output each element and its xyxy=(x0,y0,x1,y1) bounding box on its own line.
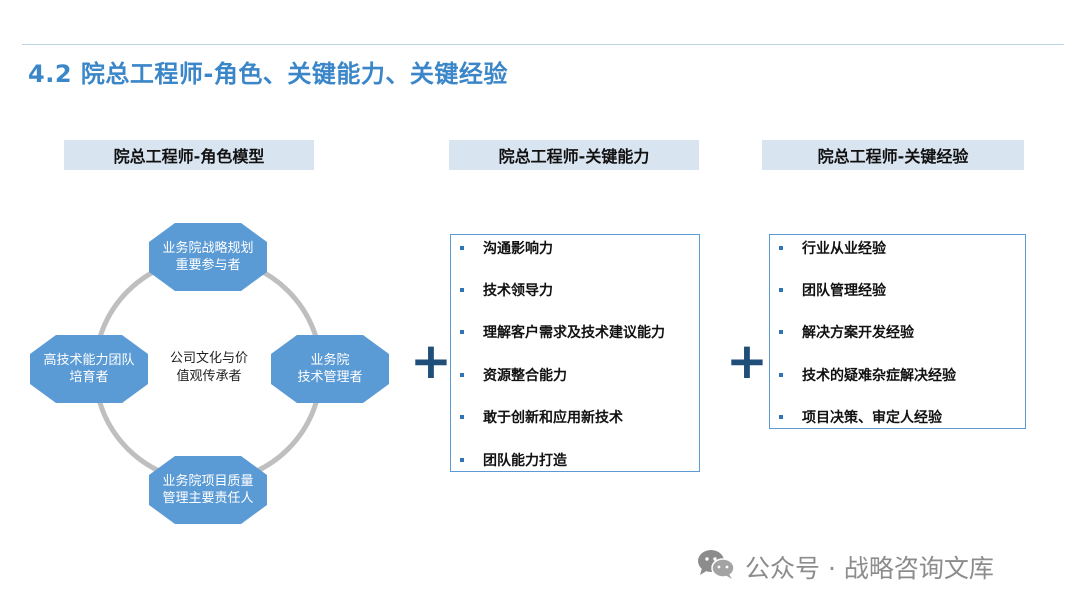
abilities-header: 院总工程师-关键能力 xyxy=(449,140,699,170)
role-strategy-participant: 业务院战略规划重要参与者 xyxy=(149,223,267,291)
watermark-text: 公众号 · 战略咨询文库 xyxy=(745,554,994,583)
bullet-icon xyxy=(779,415,783,419)
top-divider xyxy=(22,44,1064,45)
role-tech-manager: 业务院技术管理者 xyxy=(271,335,389,403)
bullet-icon xyxy=(779,373,783,377)
bullet-icon xyxy=(460,330,464,334)
page-title: 4.2 院总工程师-角色、关键能力、关键经验 xyxy=(28,60,508,88)
list-item: 敢于创新和应用新技术 xyxy=(451,406,623,428)
bullet-icon xyxy=(460,246,464,250)
list-item: 技术领导力 xyxy=(451,279,553,301)
role-quality-owner: 业务院项目质量管理主要责任人 xyxy=(149,456,267,524)
experience-list-box: 行业从业经验 团队管理经验 解决方案开发经验 技术的疑难杂症解决经验 项目决策、… xyxy=(769,234,1026,429)
list-item: 团队管理经验 xyxy=(770,279,886,301)
list-item: 行业从业经验 xyxy=(770,237,886,259)
list-item: 沟通影响力 xyxy=(451,237,553,259)
bullet-icon xyxy=(460,373,464,377)
bullet-icon xyxy=(460,415,464,419)
list-item: 解决方案开发经验 xyxy=(770,321,914,343)
bullet-icon xyxy=(460,288,464,292)
list-item: 团队能力打造 xyxy=(451,449,567,471)
bullet-icon xyxy=(779,246,783,250)
bullet-icon xyxy=(779,330,783,334)
plus-icon: + xyxy=(410,332,452,390)
wechat-icon xyxy=(697,548,735,586)
abilities-list-box: 沟通影响力 技术领导力 理解客户需求及技术建议能力 资源整合能力 敢于创新和应用… xyxy=(450,234,700,472)
bullet-icon xyxy=(460,458,464,462)
experience-header: 院总工程师-关键经验 xyxy=(762,140,1024,170)
list-item: 资源整合能力 xyxy=(451,364,567,386)
bullet-icon xyxy=(779,288,783,292)
list-item: 理解客户需求及技术建议能力 xyxy=(451,321,665,343)
list-item: 项目决策、审定人经验 xyxy=(770,406,942,428)
role-model-header: 院总工程师-角色模型 xyxy=(64,140,314,170)
watermark: 公众号 · 战略咨询文库 xyxy=(697,548,994,586)
role-center-text: 公司文化与价 值观传承者 xyxy=(169,351,248,384)
plus-icon: + xyxy=(726,332,768,390)
list-item: 技术的疑难杂症解决经验 xyxy=(770,364,956,386)
role-team-cultivator: 高技术能力团队培育者 xyxy=(30,335,148,403)
